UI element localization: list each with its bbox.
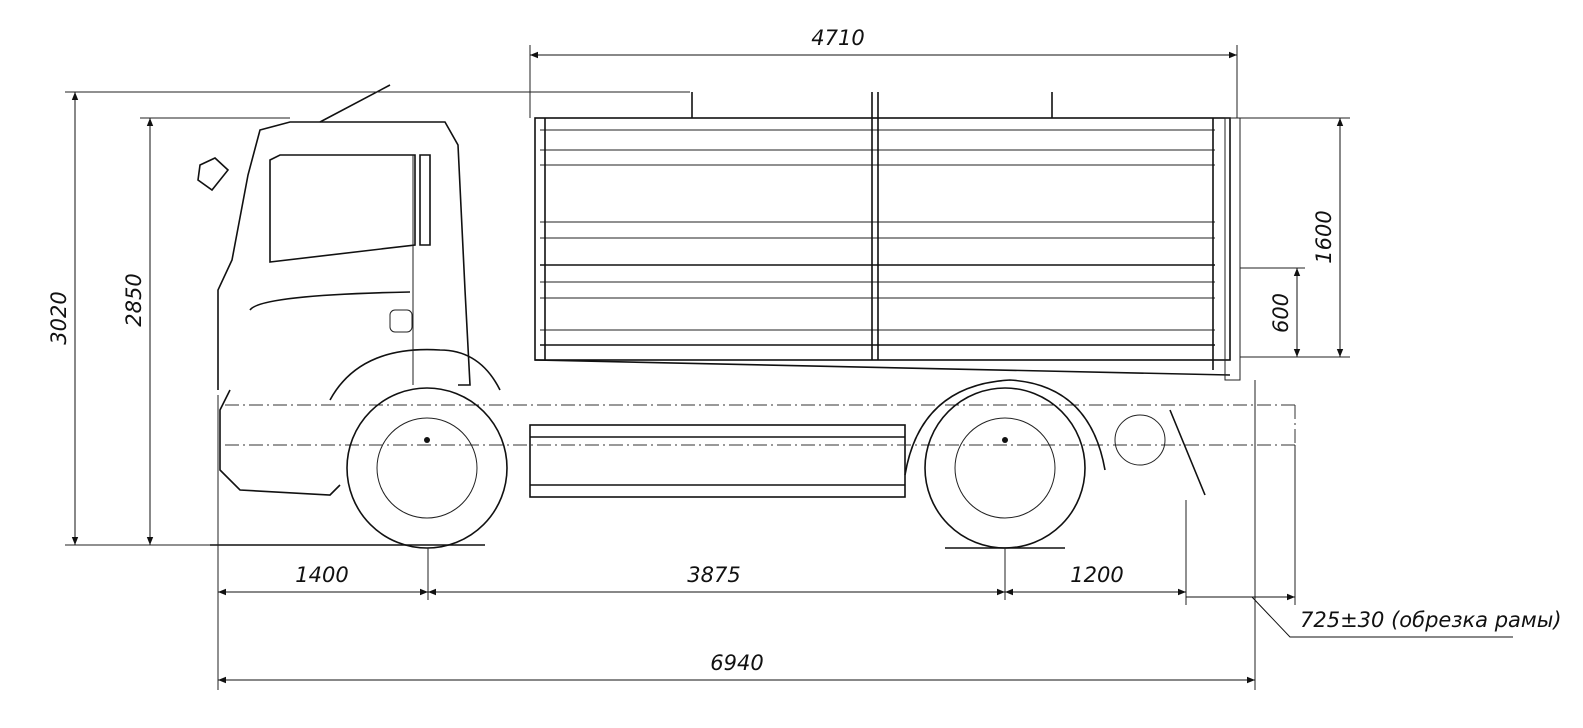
extension-lines (65, 45, 1350, 690)
rear-wheel (924, 387, 1086, 549)
truck-cargo-body (534, 92, 1241, 381)
dim-total-length: 6940 (710, 651, 763, 675)
dim-body-height: 1600 (1312, 210, 1336, 263)
dimension-lines (71, 51, 1513, 684)
dim-front-overhang: 1400 (295, 563, 348, 587)
truck-chassis (225, 379, 1296, 498)
dim-wheelbase: 3875 (687, 563, 740, 587)
dim-frame-cut: 725±30 (обрезка рамы) (1300, 608, 1562, 632)
dim-body-length: 4710 (811, 26, 864, 50)
dim-rear-overhang: 1200 (1070, 563, 1123, 587)
dim-side-height: 600 (1269, 293, 1293, 333)
front-wheel (346, 387, 508, 549)
dim-cab-height: 2850 (122, 273, 146, 326)
dim-total-height: 3020 (47, 291, 71, 344)
truck-cab (197, 84, 501, 496)
